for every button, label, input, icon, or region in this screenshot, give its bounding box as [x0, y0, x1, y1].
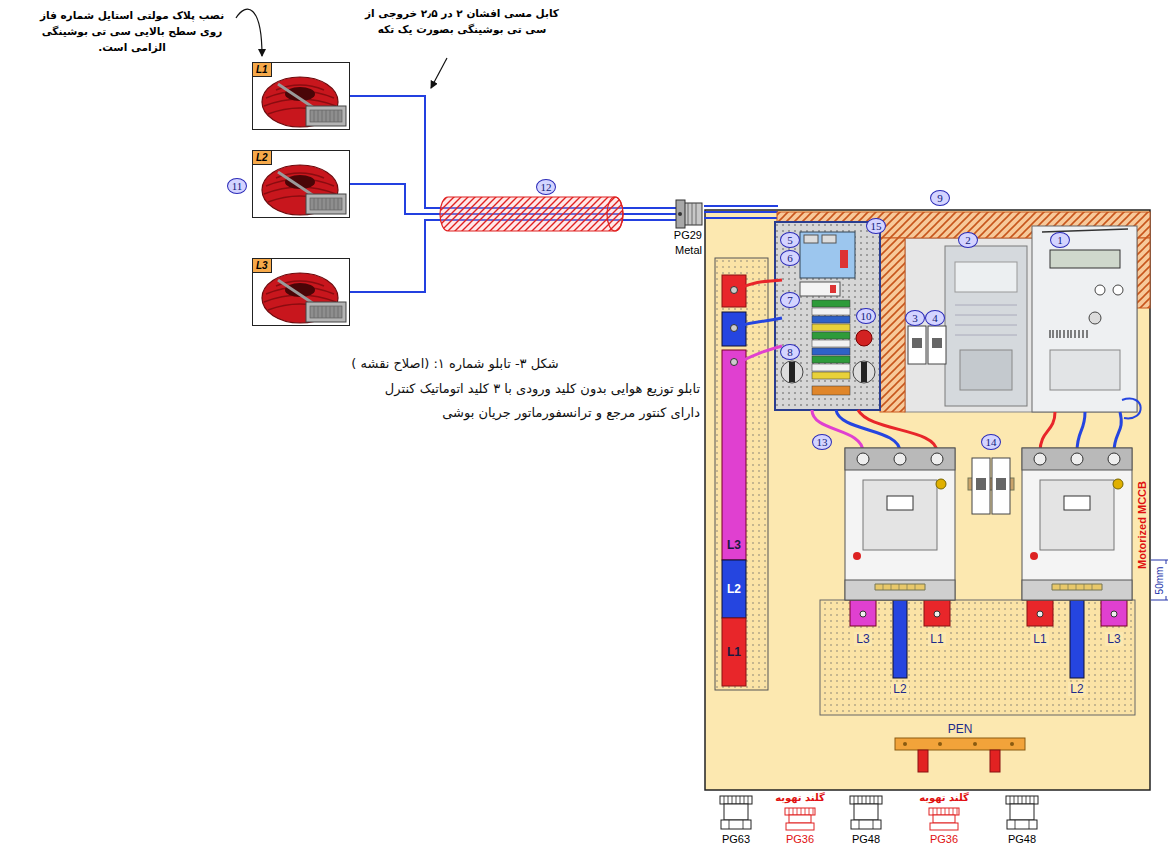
panel-enclosure [704, 206, 1150, 790]
bottom-glands [720, 796, 1038, 830]
phase-label: L3 [854, 632, 871, 646]
caption-line: تابلو توزیع هوایی بدون کلید ورودی با ۳ ک… [385, 381, 700, 396]
phase-tag: L1 [253, 63, 272, 77]
current-transformer: L3 [252, 258, 350, 326]
callout-number: 13 [812, 434, 832, 450]
gland-label: PG36 [930, 833, 958, 845]
callout-number: 11 [227, 178, 247, 194]
note-text: کابل مسی افشان ۲ در ۲٫۵ خروجی از سی تی ب… [360, 6, 565, 38]
gland-label: PG48 [852, 833, 880, 845]
callout-number: 6 [780, 250, 800, 266]
phase-label: L2 [891, 682, 908, 696]
phase-tag: L3 [253, 259, 272, 273]
phase-wire [350, 96, 676, 208]
phase-label: PEN [946, 722, 975, 736]
cable-gland: PG29 Metal [668, 200, 702, 258]
cable-sheath [440, 197, 623, 231]
breaker-wiring [812, 399, 1141, 452]
callout-number: 14 [981, 434, 1001, 450]
leader-arrows [236, 9, 447, 88]
gland-note: گلند تهویه [919, 792, 969, 803]
mccb-breakers [845, 448, 1132, 600]
gland-label: PG36 [786, 833, 814, 845]
phase-label: L1 [727, 645, 741, 659]
phase-label: L1 [928, 632, 945, 646]
phase-label: L2 [1068, 682, 1085, 696]
control-plate [775, 222, 880, 410]
caption-line: شکل ۳- تابلو شماره ۱: (اصلاح نقشه ) [351, 356, 558, 371]
callout-number: 3 [905, 310, 925, 326]
callout-number: 9 [930, 190, 950, 206]
callout-number: 12 [536, 179, 556, 195]
current-transformer: L2 [252, 150, 350, 218]
callout-number: 5 [780, 232, 800, 248]
callout-number: 2 [958, 232, 978, 248]
callout-number: 8 [780, 344, 800, 360]
vertical-busbar [715, 258, 782, 690]
phase-label: L1 [1031, 632, 1048, 646]
callout-number: 4 [925, 310, 945, 326]
cable-gland-pg29 [676, 200, 702, 228]
caption-line: دارای کنتور مرجع و ترانسفورماتور جریان ب… [442, 405, 700, 420]
gland-note: گلند تهویه [775, 792, 825, 803]
phase-label: L3 [1105, 632, 1122, 646]
phase-tag: L2 [253, 151, 272, 165]
gland-label: PG48 [1008, 833, 1036, 845]
current-transformer: L1 [252, 62, 350, 130]
callout-number: 7 [780, 292, 800, 308]
callout-number: 15 [866, 218, 886, 234]
gland-label: PG63 [722, 833, 750, 845]
dimension-label: 50mm [1154, 566, 1165, 594]
dimension-mark [1151, 560, 1168, 600]
callout-number: 10 [856, 308, 876, 324]
bottom-busbar-plate [820, 600, 1135, 715]
gland-body [676, 200, 702, 228]
gland-label: PG29 Metal [668, 228, 702, 258]
current-transformer-coils [262, 77, 346, 323]
callout-number: 1 [1050, 232, 1070, 248]
device-label: Motorized MCCB [1136, 481, 1148, 569]
pen-bar [895, 738, 1025, 772]
note-text: نصب پلاک مولتی استایل شماره فاز روی سطح … [40, 8, 225, 55]
phase-label: L3 [727, 538, 741, 552]
phase-label: L2 [727, 582, 741, 596]
